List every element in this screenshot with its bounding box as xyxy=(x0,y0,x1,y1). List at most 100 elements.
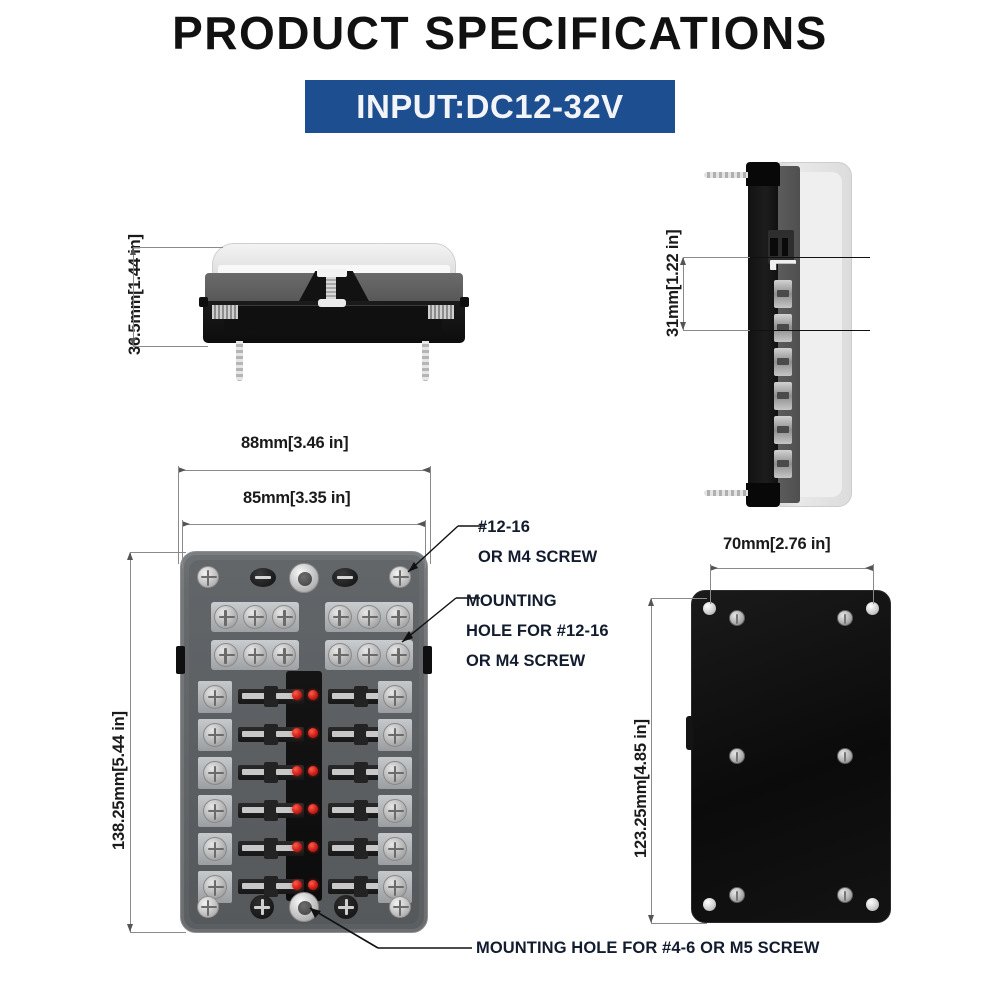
dim-front-inner-width: 85mm[3.35 in] xyxy=(243,489,351,507)
side-terminal-ridge xyxy=(774,450,792,478)
fuse-blade xyxy=(276,807,300,813)
terminal-screw xyxy=(242,605,267,629)
fuse-pad-screw xyxy=(383,685,407,709)
latch-tab-right xyxy=(460,297,469,307)
side-front-panel xyxy=(748,162,778,507)
plus-screw-bottom-left xyxy=(250,895,274,919)
dim-back-height-ext-top xyxy=(651,598,707,599)
dim-top-view-vline xyxy=(133,247,134,346)
terminal-screw xyxy=(213,643,238,667)
dim-side-view-arrow-down xyxy=(679,322,686,330)
fuse-row xyxy=(180,833,428,873)
dim-back-height-arrow-up xyxy=(647,598,654,606)
fuse-pad-screw xyxy=(203,799,227,823)
fuse-right xyxy=(328,838,394,859)
led-indicator xyxy=(292,804,302,814)
fuse-left xyxy=(238,876,304,897)
side-notch-slot-a xyxy=(770,238,778,256)
dim-front-outer-line xyxy=(178,470,430,471)
back-screw xyxy=(729,887,745,903)
fuse-side-pad-left xyxy=(198,757,232,789)
callout-mounting-hole: MOUNTING HOLE FOR #12-16 OR M4 SCREW xyxy=(466,586,609,676)
dim-front-outer-ext-right xyxy=(430,466,431,564)
corner-mounting-screw-bottom-right xyxy=(389,896,411,918)
terminal-screw xyxy=(242,643,267,667)
dim-back-height-arrow-down xyxy=(647,915,654,923)
fuse-side-pad-left xyxy=(198,795,232,827)
fuse-blade xyxy=(332,769,356,775)
mounting-screw-left xyxy=(236,341,243,381)
fuse-blade xyxy=(332,693,356,699)
dim-front-inner-line xyxy=(182,524,425,525)
dim-top-view-ext-lower xyxy=(133,346,208,347)
fuse-row xyxy=(180,871,428,911)
leader-line-bottom-mounting xyxy=(309,907,472,949)
fuse-blade xyxy=(332,883,356,889)
back-mounting-hole-top-left xyxy=(703,602,716,615)
dim-side-ext-upper xyxy=(683,257,753,258)
fuse-blade xyxy=(332,845,356,851)
fuse-left xyxy=(238,762,304,783)
dim-front-inner-ext-left xyxy=(182,520,183,568)
terminal-screw xyxy=(327,605,352,629)
back-screw xyxy=(729,748,745,764)
fuse-pad-screw xyxy=(383,723,407,747)
fuse-side-pad-left xyxy=(198,719,232,751)
dim-side-lead-lower xyxy=(750,329,870,331)
terminal-screw xyxy=(327,643,352,667)
led-indicator xyxy=(308,690,318,700)
led-indicator xyxy=(292,880,302,890)
dim-back-height-ext-bottom xyxy=(651,923,707,924)
callout-bottom-mounting: MOUNTING HOLE FOR #4-6 OR M5 SCREW xyxy=(476,933,820,963)
fuse-bridge xyxy=(264,876,278,897)
dim-side-view-upper: 31mm[1.22 in] xyxy=(664,229,682,337)
side-cap-bottom xyxy=(746,483,780,507)
dim-front-height-arrow-down xyxy=(126,924,133,932)
latch-tab-left xyxy=(199,297,208,307)
vent-left xyxy=(212,305,238,319)
side-notch-slot-b xyxy=(782,238,788,256)
terminal-bank-top-left xyxy=(211,602,299,632)
latch-left xyxy=(176,646,185,674)
dim-front-inner-arrow-right xyxy=(417,520,425,527)
fuse-bridge xyxy=(354,800,368,821)
callout-screw-spec-line2: OR M4 SCREW xyxy=(478,548,598,566)
fuse-bridge xyxy=(264,762,278,783)
fuse-side-pad-right xyxy=(378,757,412,789)
side-terminal-ridge xyxy=(774,382,792,410)
center-screw-flange xyxy=(318,299,346,307)
fuse-row xyxy=(180,795,428,835)
back-mounting-hole-bottom-left xyxy=(703,898,716,911)
dim-front-height-ext-top xyxy=(130,552,186,553)
led-indicator xyxy=(308,766,318,776)
led-indicator xyxy=(292,766,302,776)
dim-side-view-arrow-up xyxy=(679,257,686,265)
input-voltage-label: INPUT:DC12-32V xyxy=(356,87,624,125)
center-round-hole-top xyxy=(289,563,319,593)
fuse-side-pad-right xyxy=(378,681,412,713)
dim-front-height-line xyxy=(130,552,131,932)
side-terminal-ridge xyxy=(774,314,792,342)
fuse-blade xyxy=(276,693,300,699)
fuse-blade xyxy=(276,845,300,851)
center-screw-head xyxy=(317,269,347,277)
dim-back-height: 123.25mm[4.85 in] xyxy=(632,719,650,858)
fuse-row xyxy=(180,719,428,759)
callout-bottom-mounting-text: MOUNTING HOLE FOR #4-6 OR M5 SCREW xyxy=(476,939,820,957)
leader-line-mounting-hole xyxy=(401,597,480,643)
callout-screw-spec: #12-16 OR M4 SCREW xyxy=(478,512,597,572)
fuse-bridge xyxy=(264,686,278,707)
page-title: PRODUCT SPECIFICATIONS xyxy=(172,7,828,59)
side-mounting-screw-bottom xyxy=(704,490,748,496)
dim-back-width-line xyxy=(710,568,873,569)
dim-front-outer-ext-left xyxy=(178,466,179,564)
terminal-bank-top-right xyxy=(325,602,413,632)
dim-top-view-arrow-down xyxy=(129,338,136,346)
fuse-blade xyxy=(242,807,266,813)
latch-right xyxy=(423,646,432,674)
fuse-row xyxy=(180,681,428,721)
dim-front-outer-width: 88mm[3.46 in] xyxy=(241,434,349,452)
plus-screw-bottom-right xyxy=(334,895,358,919)
terminal-screw xyxy=(272,605,297,629)
